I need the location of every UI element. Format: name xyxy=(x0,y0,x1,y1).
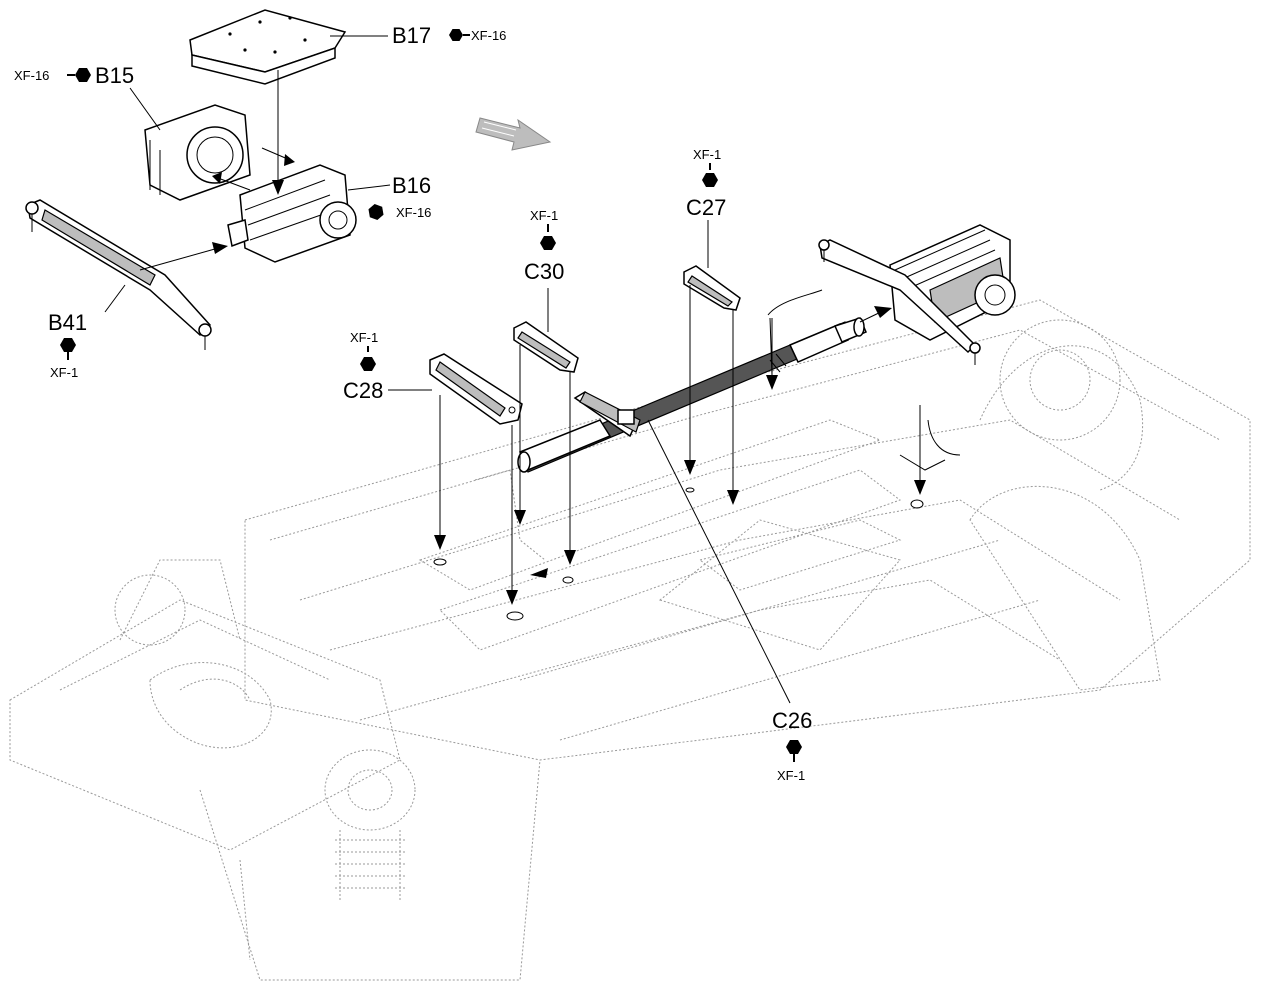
callout-b15: XF-16 B15 xyxy=(14,63,134,88)
hexagon-paint-icon xyxy=(540,236,556,250)
callout-b17: B17 XF-16 xyxy=(392,23,506,48)
paint-code-b16: XF-16 xyxy=(396,205,431,220)
part-b15-housing xyxy=(144,104,251,201)
assembly-arrows xyxy=(139,70,926,605)
bracket-c27 xyxy=(683,265,741,311)
part-label-b17: B17 xyxy=(392,23,431,48)
callout-c30: XF-1 C30 xyxy=(524,208,564,284)
part-b16-gearbox xyxy=(227,164,357,263)
callout-c27: XF-1 C27 xyxy=(686,147,726,220)
callout-b16: B16 XF-16 xyxy=(368,173,431,220)
forward-arrow-icon xyxy=(475,117,552,151)
hexagon-paint-icon xyxy=(786,740,802,754)
part-label-b15: B15 xyxy=(95,63,134,88)
part-b41-crossmember xyxy=(25,199,212,350)
part-label-c30: C30 xyxy=(524,259,564,284)
hexagon-paint-icon xyxy=(60,338,76,352)
callout-c26: C26 XF-1 xyxy=(772,708,812,783)
paint-code-b41: XF-1 xyxy=(50,365,78,380)
chassis-frame xyxy=(9,299,1251,981)
part-label-c27: C27 xyxy=(686,195,726,220)
paint-code-c26: XF-1 xyxy=(777,768,805,783)
hexagon-paint-icon xyxy=(449,29,463,41)
part-label-c28: C28 xyxy=(343,378,383,403)
callout-b41: B41 XF-1 xyxy=(48,310,87,380)
paint-code-c27: XF-1 xyxy=(693,147,721,162)
hexagon-paint-icon xyxy=(360,357,376,371)
driveshaft xyxy=(517,317,867,473)
paint-code-c28: XF-1 xyxy=(350,330,378,345)
hexagon-paint-icon xyxy=(368,204,384,220)
paint-code-b17: XF-16 xyxy=(471,28,506,43)
part-label-c26: C26 xyxy=(772,708,812,733)
leader-lines xyxy=(104,35,791,704)
part-label-b41: B41 xyxy=(48,310,87,335)
hexagon-paint-icon xyxy=(702,173,718,187)
bracket-c30 xyxy=(513,321,579,373)
bracket-c26 xyxy=(573,391,641,438)
hexagon-paint-icon xyxy=(75,68,91,82)
part-label-b16: B16 xyxy=(392,173,431,198)
paint-code-c30: XF-1 xyxy=(530,208,558,223)
part-b17-cover xyxy=(189,9,347,85)
paint-code-b15: XF-16 xyxy=(14,68,49,83)
bracket-c28 xyxy=(429,353,523,425)
callout-c28: XF-1 C28 xyxy=(343,330,383,403)
gearbox-assembled xyxy=(767,224,1016,471)
